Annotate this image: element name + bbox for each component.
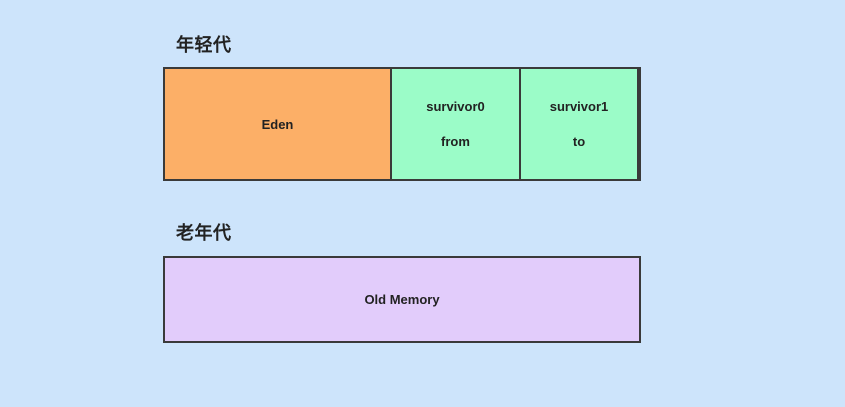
region-label-survivor1: survivor1 — [549, 99, 609, 114]
young-generation-title: 年轻代 — [176, 35, 232, 55]
region-label-survivor0: survivor0 — [426, 99, 485, 114]
memory-region-eden: Eden — [165, 69, 390, 179]
region-sublabel-survivor0-from: from — [441, 134, 470, 149]
region-label-eden: Eden — [261, 116, 294, 132]
memory-region-survivor0: survivor0 from — [390, 69, 519, 179]
region-label-old-memory: Old Memory — [364, 292, 440, 307]
old-generation-title: 老年代 — [176, 223, 232, 243]
old-generation-bar: Old Memory — [163, 256, 641, 343]
region-sublabel-survivor1-to: to — [572, 134, 586, 149]
memory-region-old-memory: Old Memory — [165, 258, 639, 341]
young-generation-bar: Eden survivor0 from survivor1 to — [163, 67, 641, 181]
memory-region-survivor1: survivor1 to — [519, 69, 637, 179]
